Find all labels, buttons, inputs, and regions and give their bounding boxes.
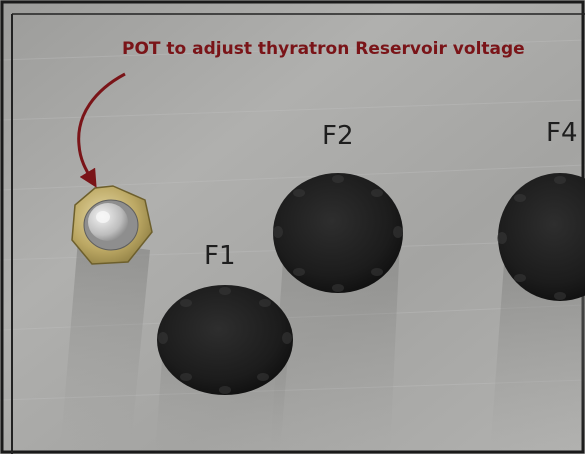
annotation-text: POT to adjust thyratron Reservoir voltag… <box>122 39 525 59</box>
knob-shadow-f4 <box>490 250 585 454</box>
label-f2: F2 <box>322 121 354 151</box>
curved-arrow-icon <box>77 72 126 188</box>
label-f4: F4 <box>546 118 578 148</box>
potentiometer-nut-icon[interactable] <box>71 185 153 265</box>
label-f1: F1 <box>204 241 236 271</box>
fluted-knob-icon[interactable] <box>497 173 585 301</box>
fluted-knob-icon[interactable] <box>157 285 293 395</box>
pot-shadow <box>60 240 150 454</box>
fluted-knob-icon[interactable] <box>273 173 403 293</box>
